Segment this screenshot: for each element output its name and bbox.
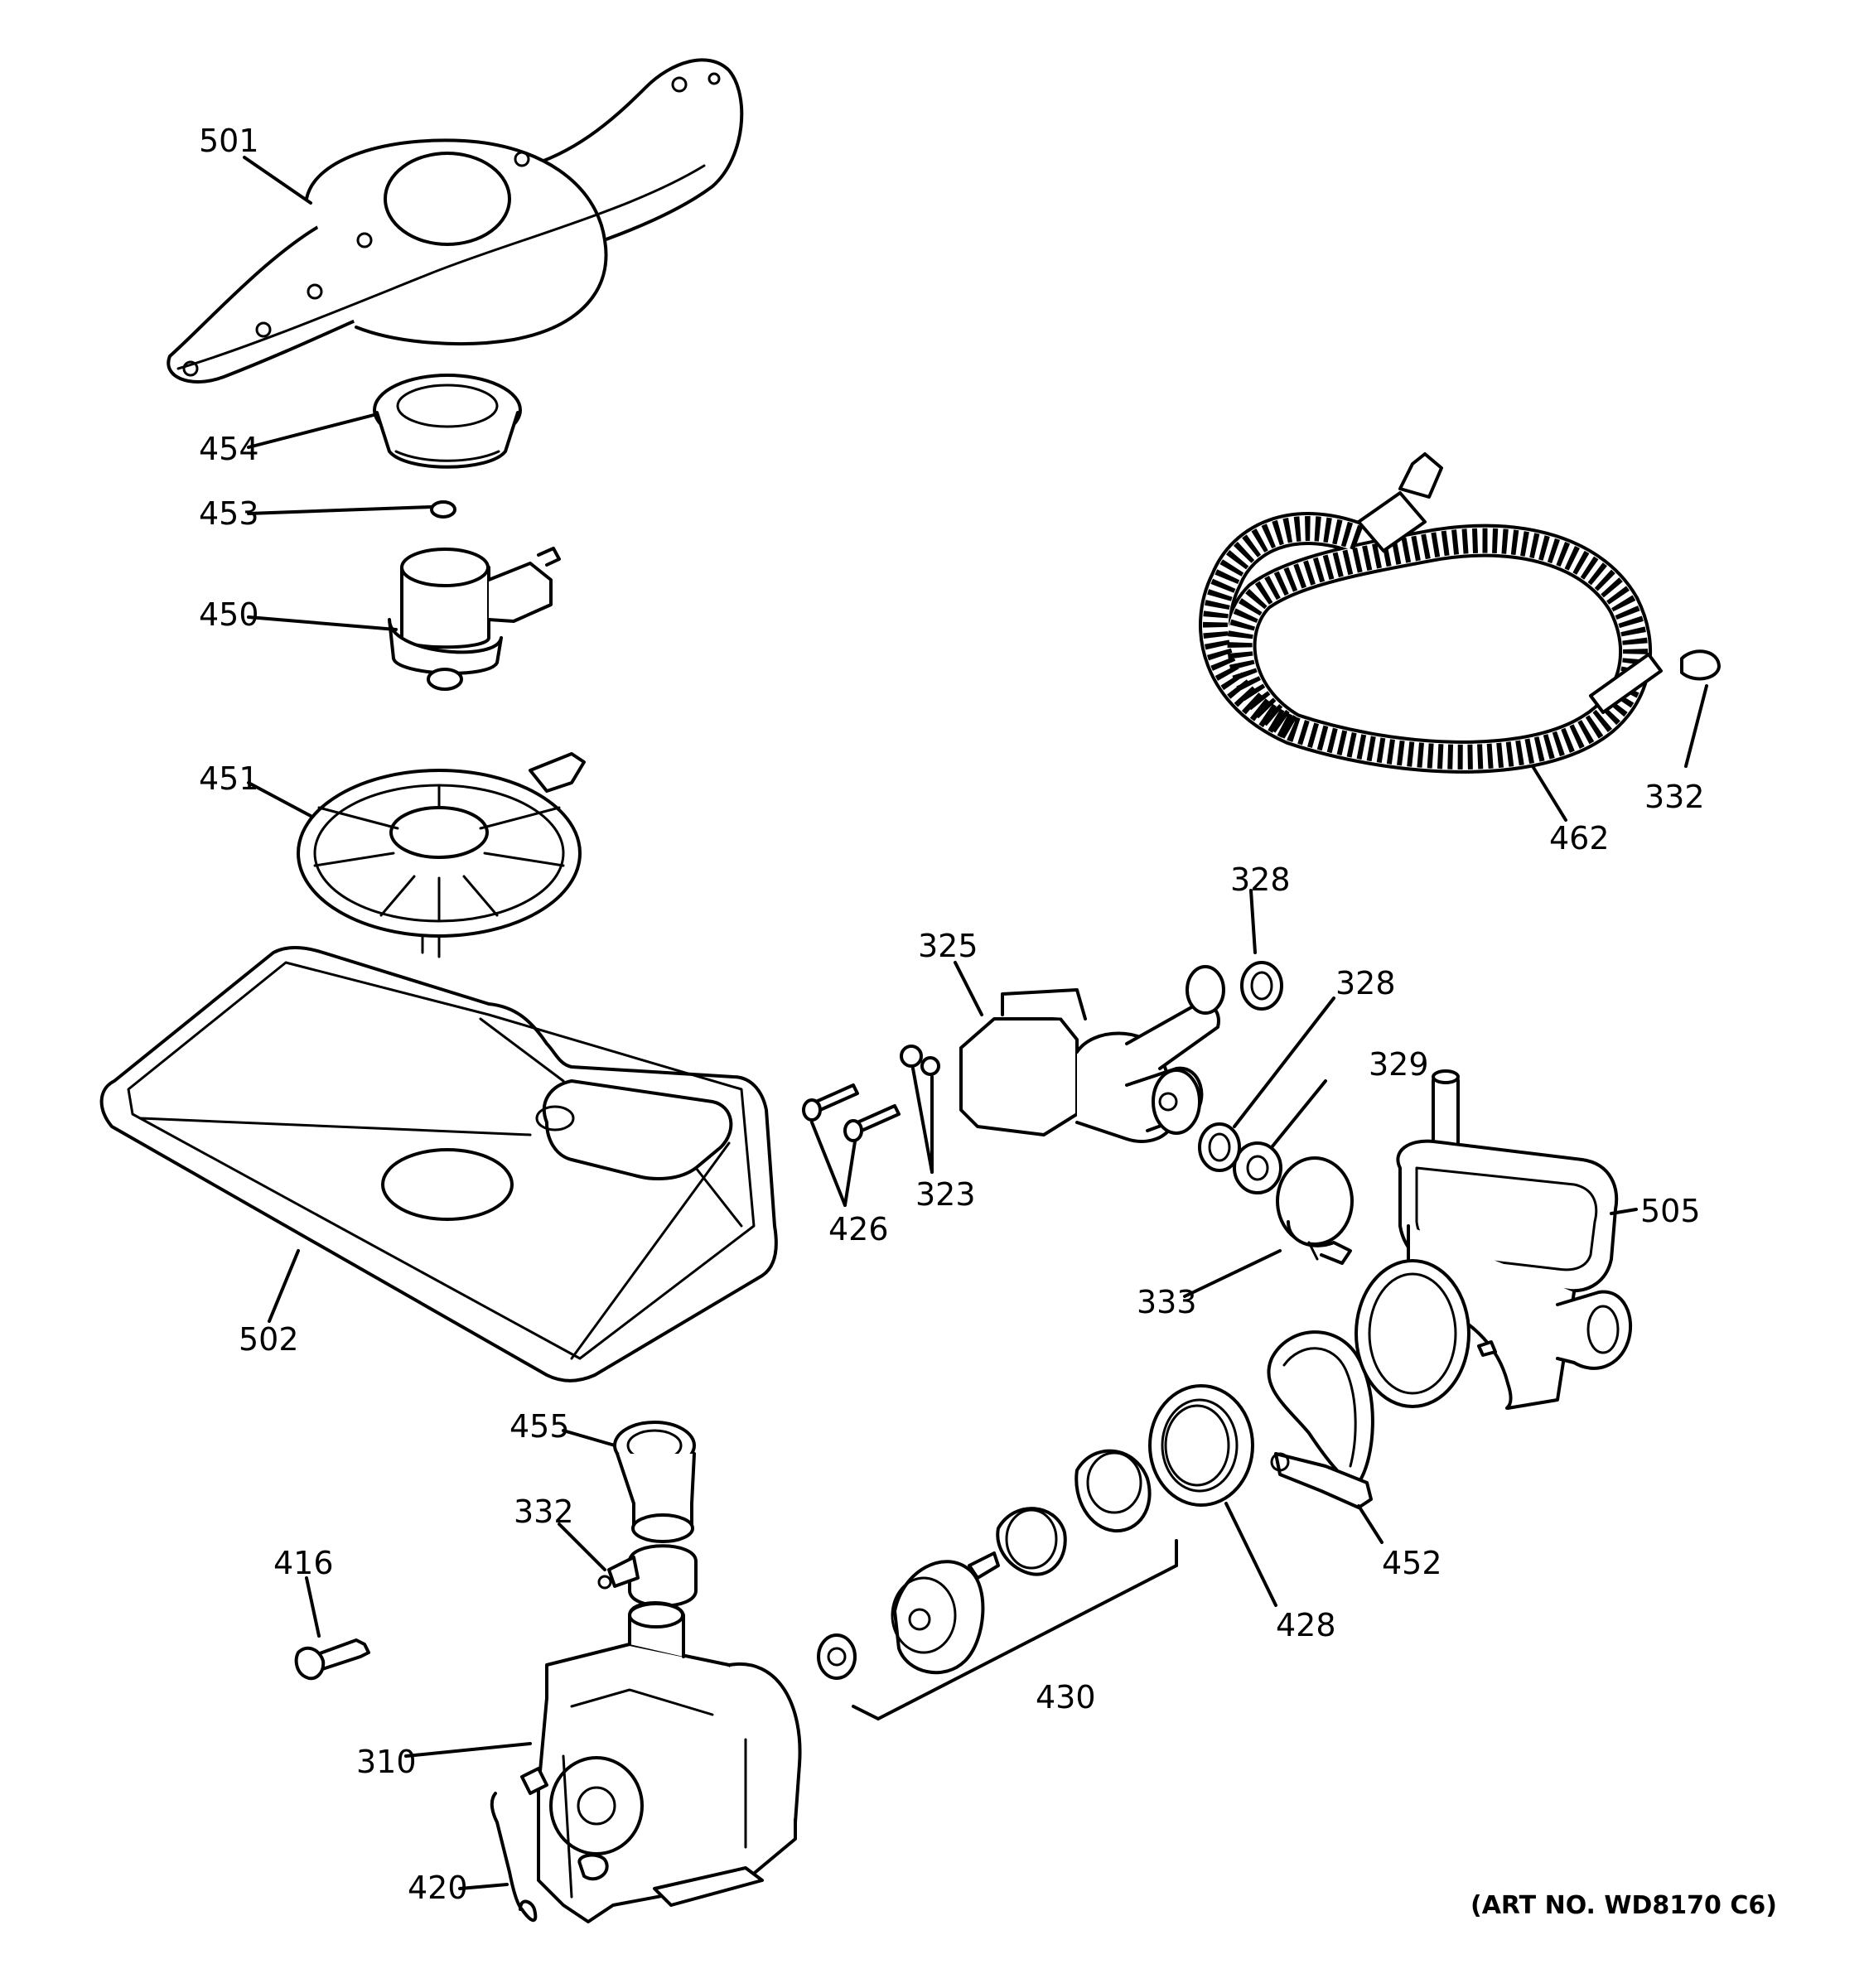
label-426: 426 — [828, 1211, 889, 1247]
label-450: 450 — [199, 596, 259, 633]
part-505-sump-housing — [1355, 1069, 1633, 1410]
label-502: 502 — [239, 1321, 299, 1358]
callout-labels: 501 454 453 450 451 502 455 332 416 310 … — [199, 123, 1777, 1920]
label-462: 462 — [1549, 820, 1610, 856]
label-455: 455 — [509, 1408, 570, 1445]
part-451-filter — [297, 752, 586, 958]
label-454: 454 — [199, 431, 259, 467]
label-333: 333 — [1137, 1284, 1197, 1320]
art-number: (ART NO. WD8170 C6) — [1470, 1891, 1777, 1920]
label-310: 310 — [356, 1744, 417, 1780]
label-329: 329 — [1369, 1046, 1429, 1083]
label-332-upper: 332 — [1644, 779, 1705, 815]
label-452: 452 — [1382, 1545, 1442, 1581]
label-325: 325 — [918, 928, 978, 964]
part-328-washer-upper — [1240, 961, 1283, 1011]
part-328-washer-lower — [1198, 1122, 1241, 1172]
part-426-screws — [802, 1083, 901, 1142]
part-323-nut-a — [900, 1045, 923, 1068]
part-430-impeller-group — [817, 1449, 1178, 1721]
label-451: 451 — [199, 760, 259, 797]
part-455-seal — [613, 1421, 696, 1543]
part-428-seal-ring — [1148, 1384, 1254, 1507]
part-453-o-ring — [430, 500, 456, 519]
part-333-band — [1276, 1156, 1354, 1265]
part-310-motor — [520, 1601, 802, 1923]
part-323-nut-b — [920, 1056, 940, 1076]
part-452-clamp — [1267, 1330, 1374, 1509]
label-501: 501 — [199, 123, 259, 159]
part-325-valve — [959, 965, 1225, 1143]
label-453: 453 — [199, 495, 259, 532]
label-416: 416 — [273, 1545, 334, 1581]
label-505: 505 — [1640, 1193, 1701, 1229]
part-329-ring — [1233, 1141, 1282, 1194]
part-450-tower — [388, 547, 561, 691]
label-328-lower: 328 — [1335, 965, 1396, 1001]
label-430: 430 — [1036, 1679, 1096, 1715]
part-420-clip — [490, 1792, 538, 1923]
part-501-spray-arm — [167, 58, 744, 384]
label-420: 420 — [408, 1870, 468, 1906]
part-454-hub — [373, 374, 522, 469]
label-323: 323 — [915, 1176, 976, 1213]
label-328-upper: 328 — [1230, 861, 1291, 898]
part-332-clamp-lower — [597, 1544, 698, 1608]
label-428: 428 — [1276, 1607, 1336, 1643]
leader-lines — [243, 156, 1708, 1890]
part-416-bolt — [294, 1638, 370, 1681]
part-502-tray — [99, 946, 778, 1382]
part-462-hose — [1199, 452, 1721, 774]
label-332-lower: 332 — [514, 1493, 574, 1530]
